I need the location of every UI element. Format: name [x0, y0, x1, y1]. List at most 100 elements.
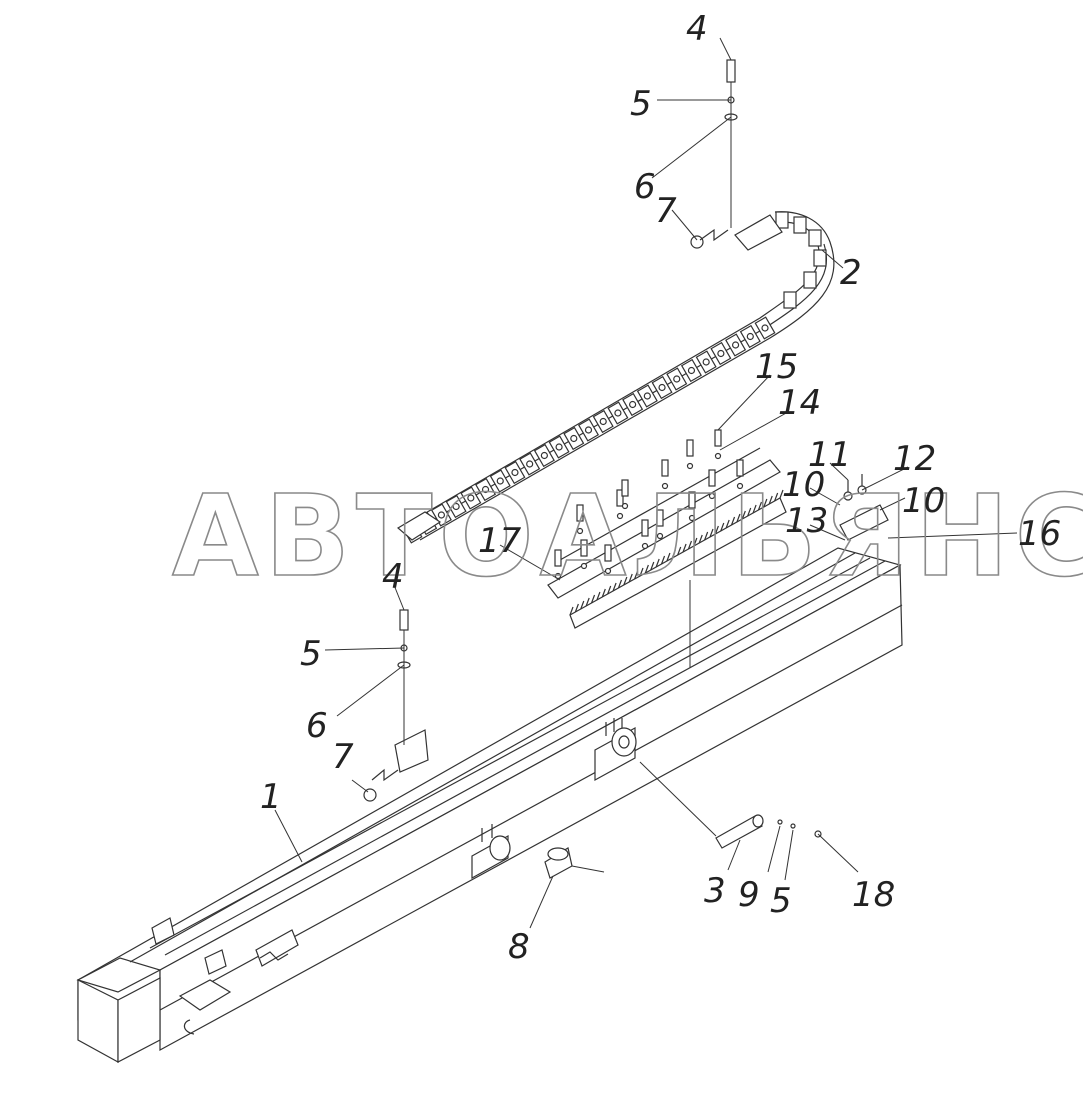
- rack-bolt: [656, 509, 664, 527]
- callout-5-right: 5: [770, 881, 792, 921]
- chain-pin: [643, 392, 651, 400]
- rack-tooth: [677, 546, 682, 556]
- chain-link: [803, 271, 817, 289]
- callout-4-top: 4: [686, 9, 708, 49]
- rack-tooth: [617, 579, 623, 589]
- chain-pin: [496, 477, 504, 485]
- chain-link: [607, 401, 629, 425]
- callout-2: 2: [840, 253, 862, 293]
- rack-bolt: [580, 539, 588, 557]
- rack-tooth: [730, 516, 736, 526]
- chain-pin: [746, 332, 754, 341]
- chain-link: [775, 211, 789, 229]
- rack-washer: [714, 452, 722, 460]
- callout-labels: 4 5 6 7 2 15 14 11 12 10 10 13 16 17 4 5…: [260, 9, 1061, 967]
- rack-tooth: [601, 588, 606, 598]
- callout-3: 3: [704, 871, 726, 911]
- rack-tooth: [655, 558, 660, 568]
- chain-link: [754, 316, 776, 340]
- main-beam: [76, 547, 903, 1064]
- pin-and-bushing: [544, 761, 822, 879]
- rack-bolt: [576, 504, 584, 522]
- rack-tooth: [666, 552, 671, 562]
- rack-bolt: [621, 479, 629, 497]
- chain-pin: [717, 349, 725, 358]
- callout-5-left: 5: [300, 634, 322, 674]
- callout-11: 11: [808, 435, 851, 475]
- rack-bolt: [554, 549, 562, 567]
- chain-pin: [673, 375, 681, 383]
- rack-tooth: [704, 531, 709, 541]
- leader-lines: [274, 37, 1018, 929]
- rack-tooth: [757, 501, 763, 511]
- rack-tooth: [768, 495, 773, 505]
- rack-tooth: [774, 492, 779, 502]
- rack-tooth: [660, 555, 666, 565]
- chain-link: [504, 460, 526, 485]
- rack-bolt: [688, 491, 696, 509]
- callout-17: 17: [478, 521, 522, 561]
- chain-pin: [452, 502, 460, 511]
- side-block: [839, 474, 889, 541]
- rack-tooth: [596, 591, 601, 601]
- rack-tooth: [779, 489, 784, 499]
- chain-link: [460, 486, 482, 510]
- chain-link: [533, 443, 555, 468]
- chain-link: [680, 358, 702, 383]
- rack-tooth: [607, 585, 612, 595]
- chain-link: [622, 392, 644, 417]
- rack-bolt: [661, 459, 669, 477]
- rack-tooth: [574, 603, 579, 613]
- callout-6-left: 6: [306, 706, 328, 746]
- rack-washer: [641, 542, 649, 550]
- callout-10-left: 10: [782, 465, 825, 505]
- chain-pin: [584, 426, 593, 434]
- rack-washer: [621, 502, 629, 510]
- rack-tooth: [585, 597, 590, 607]
- rack-washer: [686, 462, 694, 470]
- chain-pin: [511, 468, 519, 477]
- rack-washer: [688, 514, 696, 522]
- chain-pin: [540, 451, 548, 460]
- callout-7-left: 7: [332, 737, 354, 777]
- fastener-stack-top: [690, 59, 738, 249]
- rack-tooth: [644, 564, 649, 574]
- rack-washer: [708, 492, 716, 500]
- chain-link: [430, 503, 452, 527]
- rack-tooth: [569, 606, 574, 616]
- chain-pin: [614, 409, 622, 417]
- chain-link: [475, 477, 497, 502]
- callout-6-top: 6: [634, 167, 656, 207]
- chain-link: [813, 249, 827, 267]
- rack-tooth: [580, 600, 585, 610]
- rack-tooth: [714, 525, 719, 535]
- callout-14: 14: [778, 383, 821, 423]
- callout-10-right: 10: [902, 481, 945, 521]
- chain-link: [592, 409, 614, 434]
- rack-tooth: [650, 561, 655, 571]
- rack-tooth: [741, 510, 746, 520]
- rack-bolt: [641, 519, 649, 537]
- rack-washer: [604, 567, 612, 575]
- chain-link: [563, 426, 585, 451]
- chain-pin: [481, 485, 490, 494]
- cable-drag-chain: [396, 211, 835, 544]
- rack-tooth: [628, 573, 633, 583]
- chain-pin: [570, 434, 578, 443]
- callout-12: 12: [893, 439, 936, 479]
- callout-5-top: 5: [630, 84, 652, 124]
- fastener-stack-left: [397, 609, 411, 745]
- chain-link: [666, 367, 688, 391]
- chain-pin: [702, 358, 710, 366]
- rack-tooth: [682, 543, 687, 553]
- rack-tooth: [736, 513, 741, 523]
- callout-9: 9: [738, 875, 760, 915]
- chain-link: [695, 350, 717, 374]
- rack-tooth: [687, 540, 693, 550]
- chain-link: [577, 418, 600, 442]
- rack-washer: [656, 532, 664, 540]
- callout-15: 15: [755, 347, 798, 387]
- rack-tooth: [709, 528, 714, 538]
- chain-link: [636, 384, 658, 408]
- chain-link: [548, 435, 570, 459]
